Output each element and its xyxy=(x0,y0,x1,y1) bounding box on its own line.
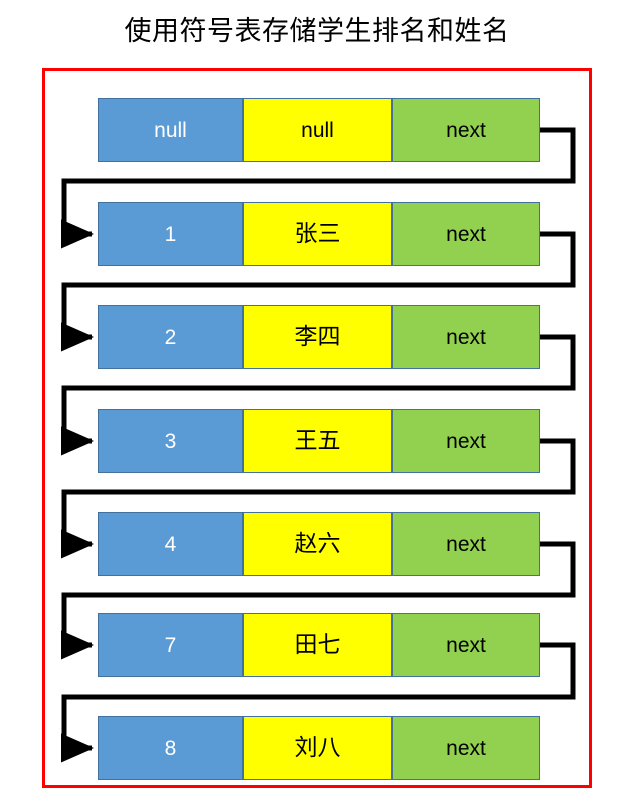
node-value-cell: 田七 xyxy=(243,613,392,677)
list-node-6: 8 刘八 next xyxy=(98,716,540,780)
node-key-cell: 3 xyxy=(98,409,243,473)
node-key-cell: 1 xyxy=(98,202,243,266)
node-next-cell: next xyxy=(392,716,540,780)
list-node-5: 7 田七 next xyxy=(98,613,540,677)
list-node-1: 1 张三 next xyxy=(98,202,540,266)
node-value-cell: null xyxy=(243,98,392,162)
node-key-cell: 8 xyxy=(98,716,243,780)
list-node-3: 3 王五 next xyxy=(98,409,540,473)
node-value-cell: 李四 xyxy=(243,305,392,369)
node-value-cell: 刘八 xyxy=(243,716,392,780)
list-node-0: null null next xyxy=(98,98,540,162)
node-value-cell: 王五 xyxy=(243,409,392,473)
list-node-4: 4 赵六 next xyxy=(98,512,540,576)
node-next-cell: next xyxy=(392,98,540,162)
node-next-cell: next xyxy=(392,409,540,473)
page-title: 使用符号表存储学生排名和姓名 xyxy=(124,16,510,46)
node-next-cell: next xyxy=(392,305,540,369)
node-next-cell: next xyxy=(392,202,540,266)
node-next-cell: next xyxy=(392,512,540,576)
node-key-cell: 2 xyxy=(98,305,243,369)
node-key-cell: 4 xyxy=(98,512,243,576)
node-key-cell: 7 xyxy=(98,613,243,677)
list-node-2: 2 李四 next xyxy=(98,305,540,369)
node-value-cell: 张三 xyxy=(243,202,392,266)
node-next-cell: next xyxy=(392,613,540,677)
node-value-cell: 赵六 xyxy=(243,512,392,576)
node-key-cell: null xyxy=(98,98,243,162)
